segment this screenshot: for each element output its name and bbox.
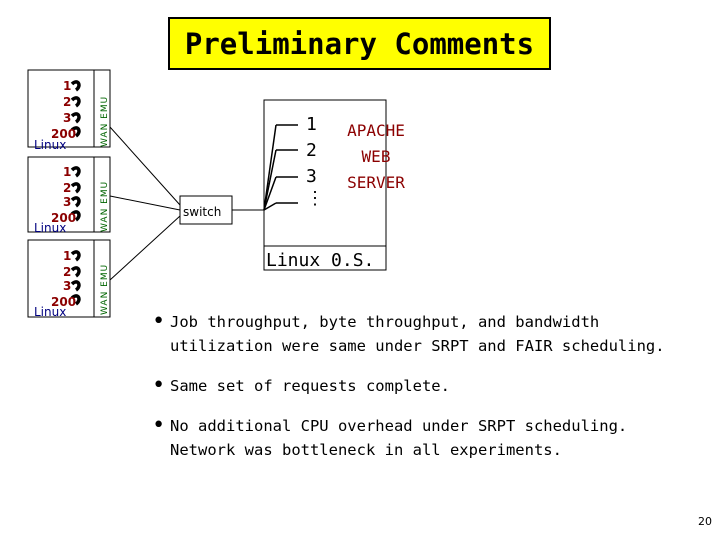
switch-label: switch (183, 205, 222, 219)
server-num-more: ⋮ (306, 188, 324, 209)
bullet-dot-icon: • (152, 373, 166, 398)
server-os-box (263, 245, 387, 271)
bullet-2-line-1: Same set of requests complete. (170, 377, 450, 395)
bullet-list: • Job throughput, byte throughput, and b… (150, 310, 690, 478)
bullet-item: • Job throughput, byte throughput, and b… (150, 310, 690, 358)
client-2-num-3: 3 (63, 195, 72, 209)
server-title: APACHE WEB SERVER (336, 118, 416, 196)
client-3-num-1: 1 (63, 249, 72, 263)
wan-box-3 (93, 239, 111, 318)
server-num-2: 2 (306, 140, 317, 161)
client-2-num-4: 200 (51, 211, 77, 225)
link-client-2 (109, 195, 181, 211)
slide-title: Preliminary Comments (168, 17, 551, 70)
client-1-num-1: 1 (63, 79, 72, 93)
wan-box-1 (93, 69, 111, 148)
client-2-num-1: 1 (63, 165, 72, 179)
client-coils (70, 80, 81, 306)
client-3-num-4: 200 (51, 295, 77, 309)
wan-label-1: WAN EMU (100, 95, 110, 147)
link-client-1 (109, 126, 181, 206)
bullet-item: • Same set of requests complete. (150, 374, 690, 398)
client-2-num-2: 2 (63, 181, 72, 195)
wan-label-3: WAN EMU (100, 263, 110, 315)
server-num-3: 3 (306, 166, 317, 187)
server-os-label: Linux 0.S. (266, 250, 375, 271)
client-3-os: Linux (34, 305, 67, 319)
wan-label-2: WAN EMU (100, 180, 110, 232)
link-client-3 (109, 215, 181, 281)
bullet-dot-icon: • (152, 413, 166, 438)
server-line-1: APACHE (347, 121, 405, 140)
server-links (263, 124, 298, 211)
client-2-os: Linux (34, 221, 67, 235)
server-num-1: 1 (306, 114, 317, 135)
client-1-num-2: 2 (63, 95, 72, 109)
bullet-item: • No additional CPU overhead under SRPT … (150, 414, 690, 462)
client-3-num-2: 2 (63, 265, 72, 279)
bullet-1-line-1: Job throughput, byte throughput, and ban… (170, 313, 600, 331)
client-1-num-4: 200 (51, 127, 77, 141)
server-line-3: SERVER (347, 173, 405, 192)
page-number: 20 (698, 515, 712, 528)
server-line-2: WEB (361, 147, 391, 166)
bullet-dot-icon: • (152, 309, 166, 334)
bullet-1-line-2: utilization were same under SRPT and FAI… (170, 337, 665, 355)
bullet-3-line-1: No additional CPU overhead under SRPT sc… (170, 417, 628, 435)
client-3-num-3: 3 (63, 279, 72, 293)
client-1-os: Linux (34, 138, 67, 152)
client-1-num-3: 3 (63, 111, 72, 125)
wan-box-2 (93, 156, 111, 233)
bullet-3-line-2: Network was bottleneck in all experiment… (170, 441, 562, 459)
